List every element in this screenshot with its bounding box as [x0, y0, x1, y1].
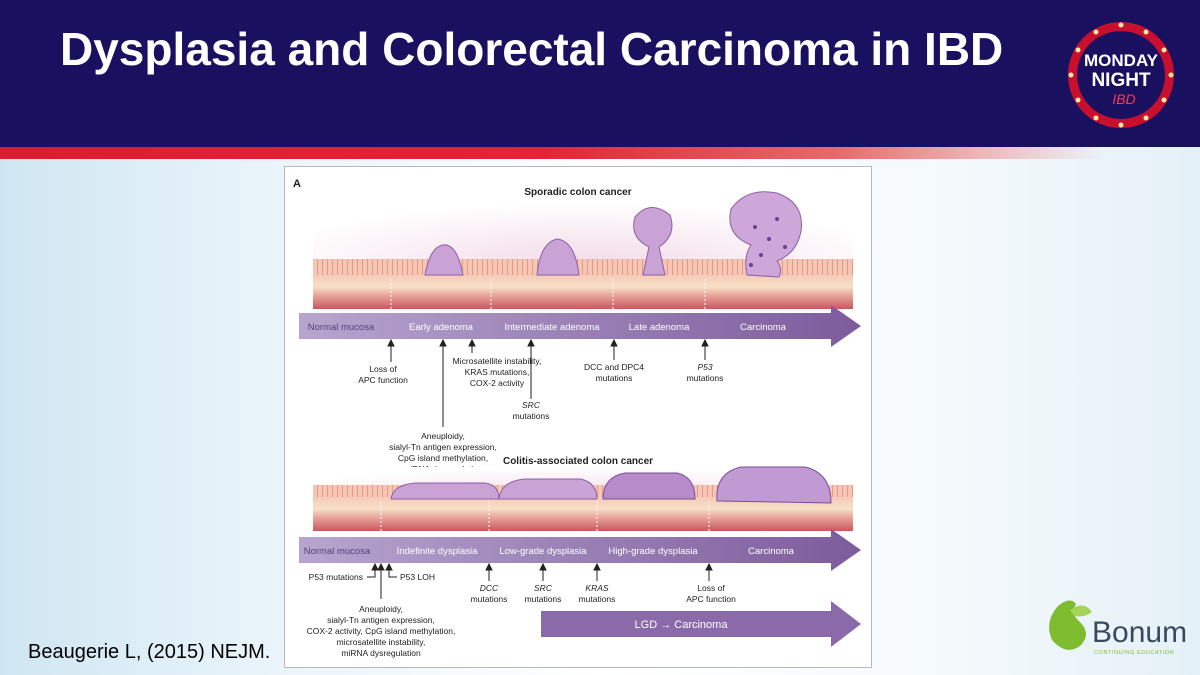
sp-msi-0: Microsatellite instability,	[453, 356, 542, 366]
slide-title: Dysplasia and Colorectal Carcinoma in IB…	[60, 23, 1004, 75]
sporadic-stage-labels: Normal mucosa Early adenoma Intermediate…	[308, 322, 787, 333]
co-aneu-3: microsatellite instability,	[337, 637, 426, 647]
sporadic-event-arrows	[387, 338, 709, 427]
sporadic-title: Sporadic colon cancer	[524, 187, 631, 198]
colitis-stage-4: Carcinoma	[748, 546, 795, 557]
colitis-stage-labels: Normal mucosa Indefinite dysplasia Low-g…	[304, 546, 795, 557]
high-grade-dysplasia-lesion	[602, 472, 696, 500]
colitis-tissue-layer	[313, 497, 853, 531]
co-src-1: mutations	[525, 594, 562, 604]
sp-aneu-2: CpG island methylation,	[398, 453, 488, 463]
sp-dcc-0: DCC and DPC4	[584, 362, 644, 372]
citation: Beaugerie L, (2015) NEJM.	[28, 641, 271, 663]
sporadic-stage-0: Normal mucosa	[308, 322, 375, 333]
sp-src-1: mutations	[513, 411, 550, 421]
colitis-carcinoma-mass	[716, 466, 832, 504]
badge-inner-disc	[1077, 31, 1165, 119]
co-dcc-0: DCC	[480, 583, 499, 593]
co-src-0: SRC	[534, 583, 553, 593]
colitis-title: Colitis-associated colon cancer	[503, 456, 653, 467]
badge-bulbs	[1068, 22, 1174, 128]
low-grade-dysplasia-lesion	[498, 478, 598, 500]
intermediate-adenoma-polyp	[536, 238, 580, 276]
co-kras-1: mutations	[579, 594, 616, 604]
sp-msi-1: KRAS mutations,	[465, 367, 530, 377]
sporadic-stage-1: Early adenoma	[409, 322, 474, 333]
bonum-leaf-icon	[1049, 600, 1086, 650]
co-aneu-0: Aneuploidy,	[359, 604, 403, 614]
sp-apc-1: APC function	[358, 375, 408, 385]
sp-src-0: SRC	[522, 400, 541, 410]
colitis-event-labels: P53 mutations P53 LOH Aneuploidy, sialyl…	[307, 572, 736, 658]
lgd-carcinoma-arrow	[541, 601, 861, 647]
colitis-stage-0: Normal mucosa	[304, 546, 371, 557]
co-apc-1: APC function	[686, 594, 736, 604]
co-dcc-1: mutations	[471, 594, 508, 604]
colitis-stage-dividers	[380, 501, 710, 567]
badge-line1: MONDAY	[1084, 51, 1159, 70]
bonum-leaf-accent-icon	[1070, 605, 1092, 617]
badge-line3: IBD	[1112, 91, 1135, 107]
colitis-stage-arrow	[299, 529, 861, 571]
sp-apc-0: Loss of	[369, 364, 397, 374]
carcinogenesis-diagram: A Sporadic colon cancer Normal mucosa Ea…	[293, 178, 861, 658]
co-p53-mut: P53 mutations	[309, 572, 363, 582]
colitis-event-arrows	[367, 562, 713, 599]
co-p53-loh: P53 LOH	[400, 572, 435, 582]
co-apc-0: Loss of	[697, 583, 725, 593]
sporadic-stage-2: Intermediate adenoma	[504, 322, 600, 333]
sporadic-stage-3: Late adenoma	[629, 322, 690, 333]
indefinite-dysplasia-lesion	[390, 482, 500, 500]
bonum-tagline: CONTINUING EDUCATION	[1094, 650, 1174, 656]
sp-p53-1: mutations	[687, 373, 724, 383]
sp-aneu-0: Aneuploidy,	[421, 431, 465, 441]
sp-msi-2: COX-2 activity	[470, 378, 525, 388]
co-aneu-1: sialyl-Tn antigen expression,	[327, 615, 435, 625]
carcinoma-mass	[729, 191, 802, 278]
monday-night-ibd-badge: MONDAY NIGHT IBD	[1068, 22, 1174, 128]
panel-label: A	[293, 178, 301, 190]
sporadic-stage-arrow	[299, 305, 861, 347]
bonum-name: Bonum	[1092, 616, 1187, 649]
sp-dcc-1: mutations	[596, 373, 633, 383]
colitis-stage-2: Low-grade dysplasia	[499, 546, 587, 557]
figure-panel: A Sporadic colon cancer Normal mucosa Ea…	[284, 166, 872, 668]
co-aneu-4: miRNA dysregulation	[341, 648, 421, 658]
slide-header	[0, 0, 1200, 147]
header-accent-stripe	[0, 147, 1200, 159]
colitis-stage-3: High-grade dysplasia	[608, 546, 698, 557]
sporadic-stage-4: Carcinoma	[740, 322, 787, 333]
bonum-logo: Bonum CONTINUING EDUCATION	[1049, 600, 1187, 656]
co-aneu-2: COX-2 activity, CpG island methylation,	[307, 626, 456, 636]
sporadic-tissue-layer	[313, 275, 853, 309]
sp-aneu-1: sialyl-Tn antigen expression,	[389, 442, 497, 452]
carcinoma-cells	[749, 217, 787, 267]
co-kras-0: KRAS	[585, 583, 608, 593]
early-adenoma-polyp	[424, 244, 464, 276]
sp-p53-0: P53	[697, 362, 712, 372]
colitis-stage-1: Indefinite dysplasia	[397, 546, 479, 557]
late-adenoma-polyp	[633, 207, 673, 276]
badge-line2: NIGHT	[1091, 70, 1151, 91]
lgd-carcinoma-label: LGD → Carcinoma	[635, 619, 729, 631]
